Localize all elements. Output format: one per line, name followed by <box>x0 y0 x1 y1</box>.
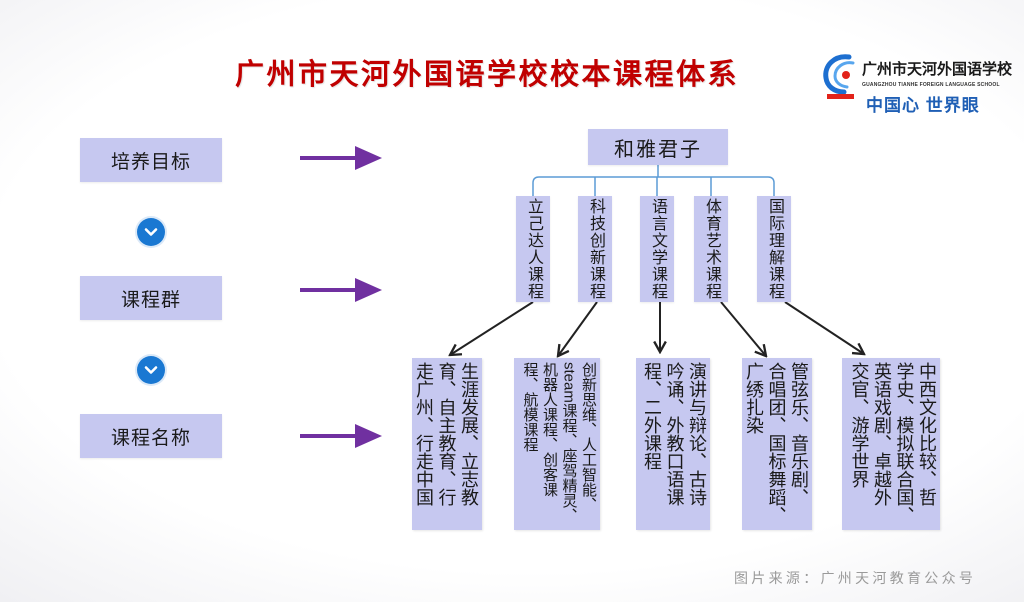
arrow-right-icon <box>300 146 382 170</box>
group-to-courses-arrow <box>720 301 766 356</box>
arrow-right-icon <box>300 278 382 302</box>
level-training-goal: 培养目标 <box>80 138 222 182</box>
school-english-name: GUANGZHOU TIANHE FOREIGN LANGUAGE SCHOOL <box>862 82 1000 88</box>
school-name: 广州市天河外国语学校 <box>862 61 1013 78</box>
level-connector <box>137 218 165 246</box>
course-group-box: 语言文学课程 <box>640 196 674 302</box>
diagram-title: 广州市天河外国语学校校本课程体系 <box>234 59 739 91</box>
arrow-right-icon <box>300 424 382 448</box>
course-names-box: 演讲与辩论、古诗吟诵、外教口语课程、二外课程 <box>636 358 710 530</box>
course-group-box: 立己达人课程 <box>516 196 550 302</box>
training-goal-box: 和雅君子 <box>588 129 728 165</box>
course-names-box: 中西文化比较、哲学史、模拟联合国、英语戏剧、卓越外交官、游学世界 <box>842 358 940 530</box>
level-connector <box>137 356 165 384</box>
course-group-box: 科技创新课程 <box>578 196 612 302</box>
course-group-box: 体育艺术课程 <box>694 196 728 302</box>
group-to-courses-arrow <box>450 301 534 355</box>
course-names-box: 生涯发展、立志教育、自主教育、行走广州、行走中国 <box>412 358 482 530</box>
group-to-courses-arrow <box>558 301 598 356</box>
chevron-down-icon <box>144 366 158 374</box>
goal-bracket <box>532 176 775 196</box>
school-motto: 中国心 世界眼 <box>866 96 980 115</box>
course-names-box: 创新思维、人工智能、steam课程、座驾精灵、机器人课程、创客课程、航模课程 <box>514 358 600 530</box>
school-english-name-container: GUANGZHOU TIANHE FOREIGN LANGUAGE SCHOOL <box>862 82 1012 89</box>
course-group-box: 国际理解课程 <box>757 196 791 302</box>
level-course-names: 课程名称 <box>80 414 222 458</box>
image-source-note: 图片来源：广州天河教育公众号 <box>734 570 977 586</box>
school-emblem-icon <box>823 54 855 99</box>
group-to-courses-arrow <box>784 301 864 354</box>
level-course-groups: 课程群 <box>80 276 222 320</box>
chevron-down-icon <box>144 228 158 236</box>
course-names-box: 管弦乐、音乐剧、合唱团、国标舞蹈、广绣扎染 <box>742 358 812 530</box>
